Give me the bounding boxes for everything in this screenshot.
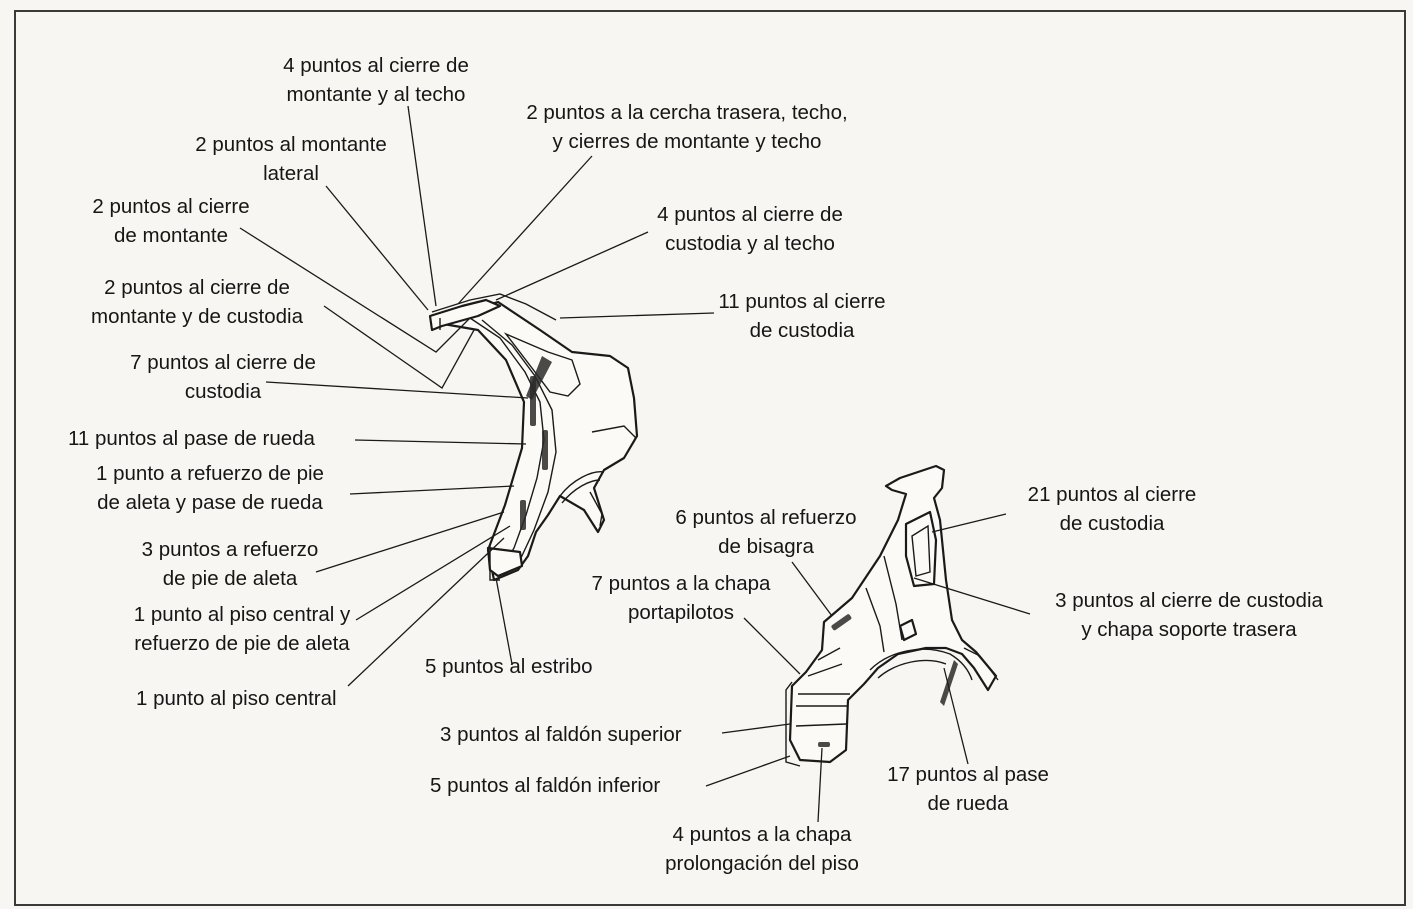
right-quarter-panel (785, 464, 999, 767)
label-cercha-trasera: 2 puntos a la cercha trasera, techo, y c… (526, 101, 848, 153)
leader-refuerzo-pie-aleta (315, 511, 505, 573)
leader-siete-cierre-custodia (265, 381, 529, 399)
label-piso-central-refuerzo: 1 punto al piso central y refuerzo de pi… (133, 603, 351, 655)
leader-cierre-montante-techo (407, 105, 437, 307)
leader-montante-lateral (325, 185, 429, 311)
figure-frame (14, 10, 1406, 906)
leader-cierre-custodia-techo (495, 231, 649, 301)
leader-faldon-superior (721, 723, 791, 734)
leader-piso-central (347, 537, 505, 687)
label-refuerzo-pie-aleta: 3 puntos a refuerzo de pie de aleta (141, 538, 319, 590)
label-pase-rueda-17: 17 puntos al pase de rueda (887, 763, 1049, 815)
leader-once-cierre-custodia (559, 312, 715, 319)
label-faldon-inferior: 5 puntos al faldón inferior (430, 774, 661, 797)
label-veintiuno-cierre-custodia: 21 puntos al cierre de custodia (1027, 483, 1197, 535)
left-quarter-panel (428, 293, 639, 582)
label-chapa-portapilotos: 7 puntos a la chapa portapilotos (591, 572, 771, 624)
leader-faldon-inferior (705, 755, 791, 787)
label-once-cierre-custodia: 11 puntos al cierre de custodia (718, 290, 886, 342)
label-cierre-montante: 2 puntos al cierre de montante (92, 195, 250, 247)
label-estribo: 5 puntos al estribo (425, 655, 593, 678)
leader-refuerzo-bisagra (791, 561, 833, 617)
leader-cierre-custodia-soporte (913, 577, 1031, 615)
label-piso-central: 1 punto al piso central (136, 687, 337, 710)
label-cierre-custodia-soporte: 3 puntos al cierre de custodia y chapa s… (1055, 589, 1323, 641)
label-cierre-montante-techo: 4 puntos al cierre de montante y al tech… (283, 54, 469, 106)
label-siete-cierre-custodia: 7 puntos al cierre de custodia (130, 351, 316, 403)
leader-cierre-montante-custodia (323, 305, 475, 389)
leader-lines (239, 105, 1031, 823)
label-chapa-prolongacion: 4 puntos a la chapa prolongación del pis… (665, 823, 859, 875)
leader-veintiuno-cierre-custodia (931, 513, 1007, 533)
label-cierre-montante-custodia: 2 puntos al cierre de montante y de cust… (91, 276, 303, 328)
leader-chapa-prolongacion (817, 747, 823, 823)
leader-cercha-trasera (457, 155, 593, 305)
label-cierre-custodia-techo: 4 puntos al cierre de custodia y al tech… (657, 203, 843, 255)
label-pase-rueda-11: 11 puntos al pase de rueda (68, 427, 315, 450)
leader-refuerzo-pie-pase (349, 485, 515, 495)
leader-cierre-montante (239, 227, 471, 353)
label-refuerzo-pie-pase: 1 punto a refuerzo de pie de aleta y pas… (96, 462, 324, 514)
label-faldon-superior: 3 puntos al faldón superior (440, 723, 682, 746)
leader-pase-rueda-17 (943, 667, 969, 765)
leader-piso-central-refuerzo (355, 525, 511, 621)
leader-estribo (495, 577, 513, 665)
leader-chapa-portapilotos (743, 617, 801, 675)
leader-pase-rueda-11 (354, 439, 527, 445)
label-refuerzo-bisagra: 6 puntos al refuerzo de bisagra (675, 506, 857, 558)
label-montante-lateral: 2 puntos al montante lateral (195, 133, 387, 185)
